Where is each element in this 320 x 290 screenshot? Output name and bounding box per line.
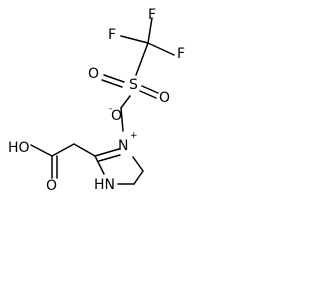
- anion-charge-label: -: [109, 104, 112, 114]
- bond-s-o-right-2: [139, 90, 157, 99]
- bond-s-o-anion: [120, 95, 131, 109]
- oxygen-right-label: O: [159, 90, 170, 106]
- bond-c-s: [135, 42, 149, 76]
- imidazolium-n-plus-label: N: [118, 138, 128, 154]
- chemical-structure: F F F S O O O - HO O N + HN: [8, 7, 185, 194]
- oxygen-anion-label: O: [111, 108, 122, 124]
- fluorine-right-label: F: [177, 46, 185, 62]
- bond-ring-c2-nplus-1: [94, 148, 120, 157]
- bond-c-f-top: [147, 17, 153, 44]
- bond-s-o-left-1: [103, 74, 125, 83]
- bond-ring-c2-nplus-2: [98, 154, 121, 162]
- bond-nplus-methyl: [120, 107, 124, 132]
- bond-ch2-ring-c2: [73, 143, 96, 157]
- hydroxyl-label: HO: [8, 140, 30, 156]
- bond-c-f-left: [120, 35, 149, 44]
- fluorine-left-label: F: [108, 27, 116, 43]
- cation-charge-label: +: [130, 131, 138, 141]
- sulfur-label: S: [129, 77, 138, 93]
- bond-c-f-right: [147, 42, 175, 56]
- carbonyl-oxygen-label: O: [46, 178, 57, 194]
- bond-s-o-right-1: [141, 85, 159, 94]
- bond-nplus-ring-c5: [132, 156, 144, 172]
- bond-carbonyl-c-ch2: [51, 143, 75, 157]
- triflate-bonds: [101, 17, 175, 109]
- imidazolium-nh-label: HN: [94, 177, 115, 193]
- fluorine-top-label: F: [148, 7, 156, 23]
- bond-ring-c5-c4: [133, 170, 144, 185]
- bond-nh-ring-c2: [94, 155, 105, 175]
- bond-oh-carbonyl-c: [30, 144, 53, 157]
- cation-bonds: [30, 107, 144, 185]
- oxygen-left-label: O: [88, 66, 99, 82]
- bond-s-o-left-2: [101, 79, 123, 88]
